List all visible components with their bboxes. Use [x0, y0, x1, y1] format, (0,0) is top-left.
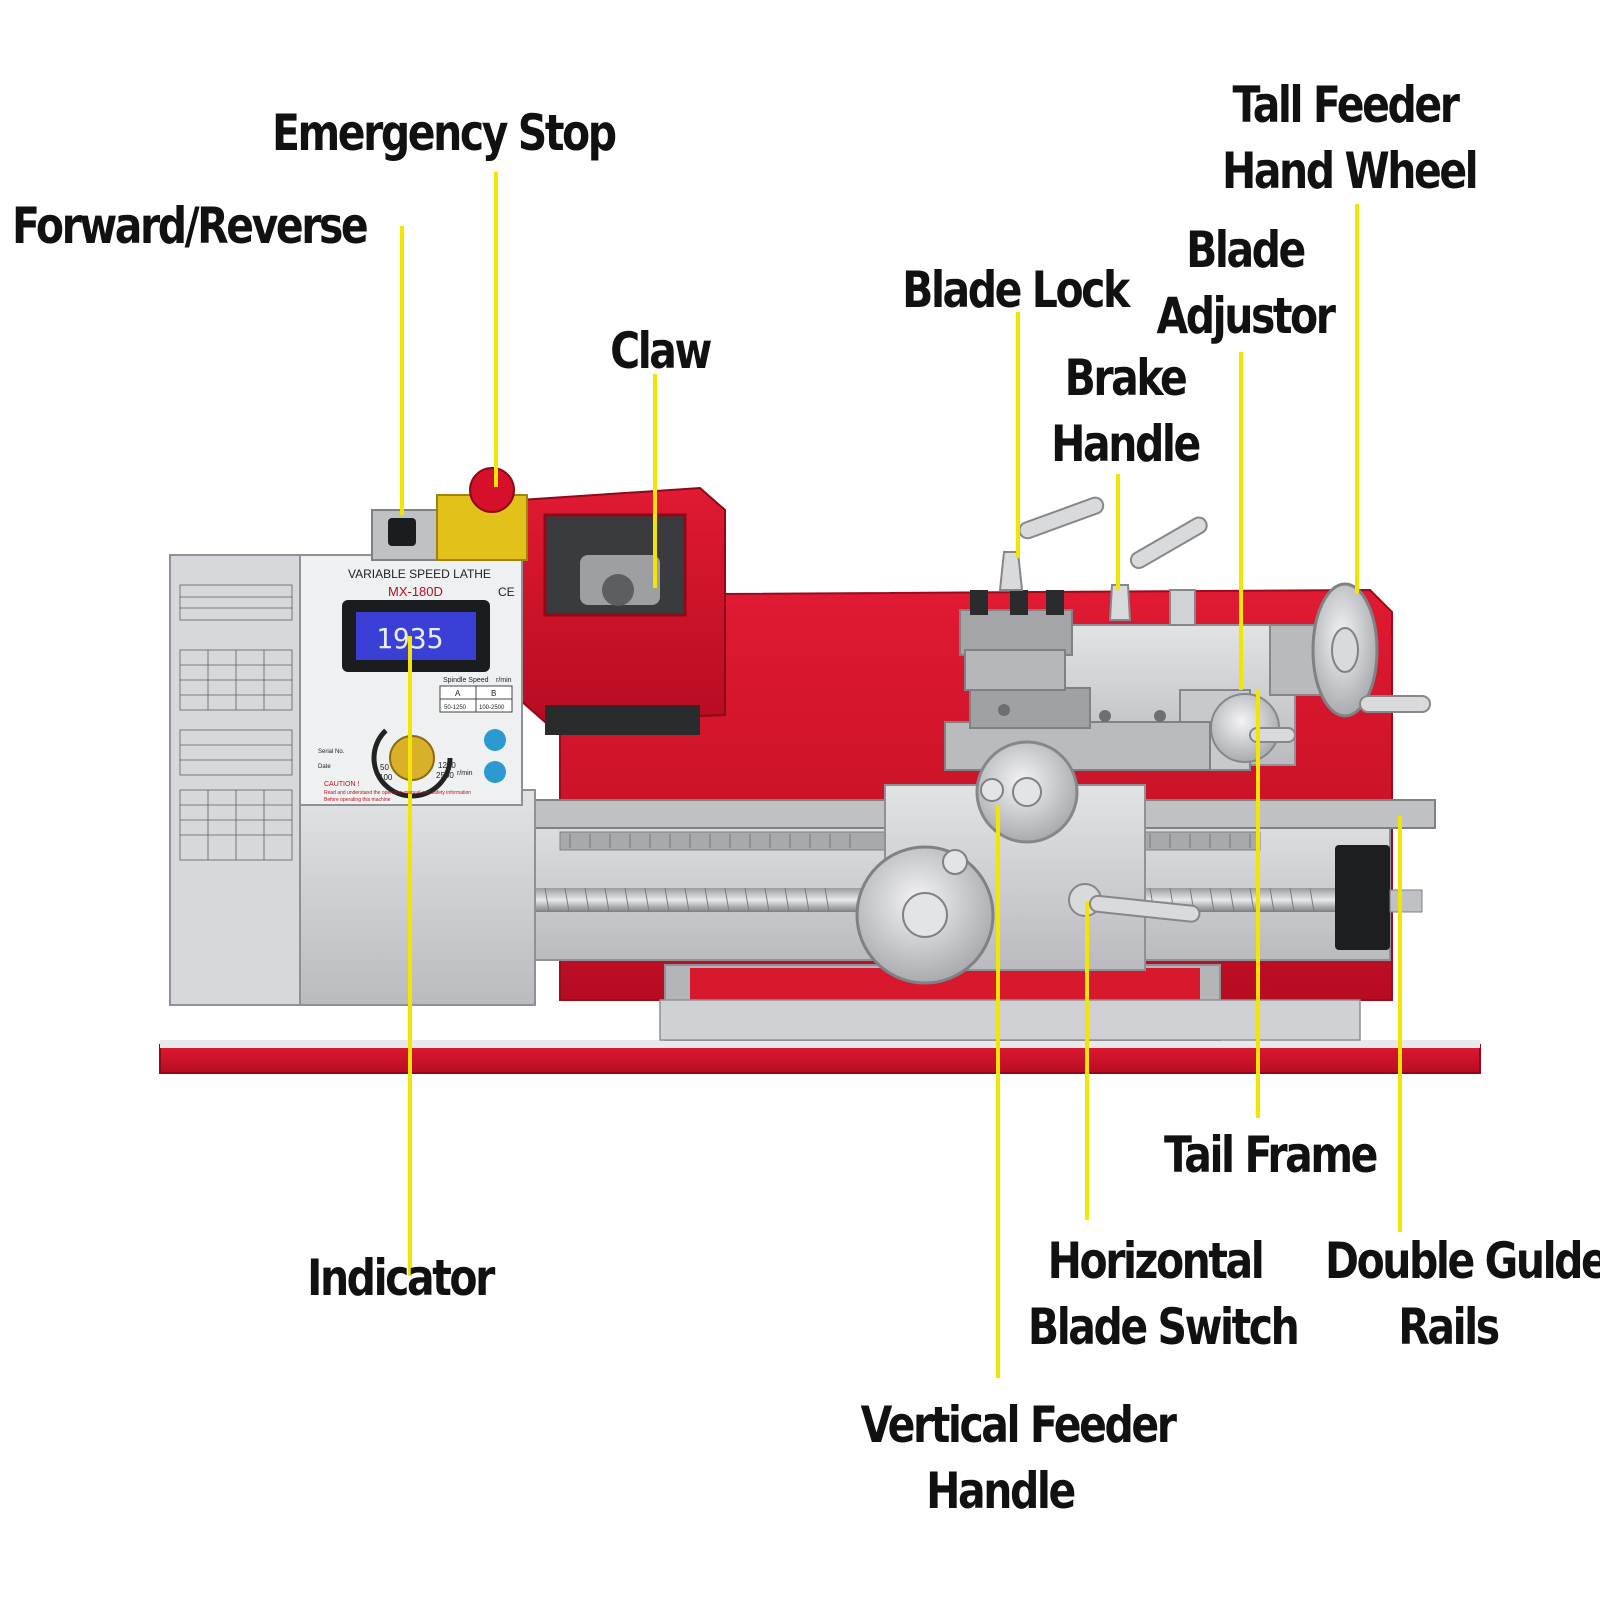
bearing-block — [1335, 845, 1390, 950]
dial-low: 50 — [380, 763, 389, 772]
label-indicator-text: Indicator — [307, 1249, 495, 1307]
label-tall-feeder-line1: Tall Feeder — [1232, 76, 1459, 134]
dial-high2: 2500 — [436, 771, 454, 780]
panel-title: VARIABLE SPEED LATHE — [348, 567, 491, 581]
label-tall-feeder-hand-wheel: Tall Feeder Hand Wheel — [1222, 72, 1479, 204]
range-b: 100-2500 — [479, 705, 505, 711]
vertical-feeder-hub — [1012, 777, 1042, 807]
speed-b: B — [491, 689, 496, 698]
dial-unit: r/min — [457, 770, 473, 777]
tool-post-clamp-2 — [1010, 590, 1028, 615]
tool-post-clamp-3 — [1046, 590, 1064, 615]
label-double-guide-line2: Rails — [1398, 1298, 1500, 1356]
cross-slide-bolt-2 — [1099, 710, 1111, 722]
manual-icon — [484, 729, 506, 751]
half-nut-lever — [1088, 894, 1201, 923]
label-blade-adjustor-line2: Adjustor — [1156, 287, 1336, 345]
label-indicator: Indicator — [302, 1245, 499, 1311]
hand-wheel-hub — [1331, 627, 1359, 673]
label-tail-frame-text: Tail Frame — [1164, 1126, 1378, 1184]
cross-slide-bolt-1 — [998, 704, 1010, 716]
forward-reverse-switch — [388, 518, 416, 546]
caution-text-1: Read and understand the operation manual… — [324, 790, 471, 796]
safety-icon — [484, 761, 506, 783]
label-tail-frame: Tail Frame — [1155, 1122, 1385, 1188]
rack-teeth — [569, 834, 1251, 848]
label-emergency-stop: Emergency Stop — [272, 100, 617, 166]
label-horizontal-line1: Horizontal — [1047, 1232, 1265, 1290]
chuck-guard-lower — [545, 705, 700, 735]
chuck-center — [602, 574, 634, 606]
tailstock-collar — [1269, 624, 1321, 696]
label-blade-adjustor: Blade Adjustor — [1143, 217, 1348, 349]
caution-text-2: Before operating this machine — [324, 797, 391, 803]
range-a: 50-1250 — [444, 705, 467, 711]
tool-post — [964, 649, 1066, 691]
label-horizontal-line2: Blade Switch — [1027, 1298, 1300, 1356]
bed-foot-lower — [659, 999, 1361, 1041]
lead-screw-threads — [544, 887, 1315, 913]
label-forward-reverse-text: Forward/Reverse — [12, 197, 369, 255]
brake-handle-base — [1108, 584, 1132, 621]
headstock-housing — [299, 789, 536, 1006]
thread-chart-panel — [169, 554, 301, 1006]
speed-a: A — [455, 689, 461, 698]
tailstock-post — [1169, 589, 1196, 626]
label-blade-lock-text: Blade Lock — [902, 261, 1130, 319]
label-double-guide-line1: Double Gulde — [1325, 1232, 1600, 1290]
label-double-guide-rails: Double Gulde Rails — [1325, 1228, 1600, 1360]
hand-wheel-handle — [1359, 695, 1431, 713]
label-blade-lock: Blade Lock — [892, 257, 1138, 323]
bearing-block-cap — [1389, 889, 1423, 913]
label-claw: Claw — [578, 318, 742, 384]
label-emergency-stop-text: Emergency Stop — [272, 104, 617, 162]
cross-slide-dovetail — [969, 687, 1091, 729]
label-vertical-feeder-line2: Handle — [926, 1462, 1076, 1520]
carriage-hand-wheel-knob — [942, 849, 968, 875]
brake-handle-lever — [1129, 516, 1208, 569]
spindle-speed-unit: r/min — [496, 677, 512, 684]
thread-chart-grid — [179, 584, 293, 861]
dial-high: 1250 — [438, 761, 456, 770]
carriage-hand-wheel-hub — [902, 892, 948, 938]
label-claw-text: Claw — [610, 322, 712, 380]
lcd-value: 1935 — [376, 622, 443, 655]
label-vertical-feeder-line1: Vertical Feeder — [860, 1396, 1177, 1454]
label-brake-handle: Brake Handle — [1043, 345, 1207, 477]
serial-label: Serial No. — [318, 749, 345, 755]
label-forward-reverse: Forward/Reverse — [12, 193, 373, 259]
vertical-feeder-knob — [980, 778, 1004, 802]
base-plate — [159, 1044, 1481, 1074]
label-tall-feeder-line2: Hand Wheel — [1222, 142, 1479, 200]
compound-slide — [959, 609, 1073, 656]
lcd-screen — [356, 612, 476, 660]
label-horizontal-blade-switch: Horizontal Blade Switch — [1027, 1228, 1300, 1360]
tool-post-clamp-1 — [970, 590, 988, 615]
label-blade-adjustor-line1: Blade — [1186, 221, 1306, 279]
blade-lock-lever — [1018, 496, 1105, 540]
dial-low2: 100 — [379, 773, 393, 782]
label-brake-handle-line2: Handle — [1051, 415, 1201, 473]
label-brake-handle-line1: Brake — [1064, 349, 1188, 407]
tailstock-lock-lever — [1249, 727, 1296, 743]
leader-lines — [400, 172, 1402, 1378]
label-vertical-feeder-handle: Vertical Feeder Handle — [860, 1392, 1177, 1524]
base-plate-edge — [160, 1040, 1480, 1048]
panel-ce-mark: CE — [498, 585, 515, 599]
cross-slide-bolt-3 — [1154, 710, 1166, 722]
date-label: Date — [318, 764, 331, 770]
emergency-stop-button — [469, 467, 515, 513]
caution-title: CAUTION ! — [324, 781, 359, 788]
spindle-speed-label: Spindle Speed — [443, 677, 489, 684]
panel-model: MX-180D — [388, 584, 443, 599]
